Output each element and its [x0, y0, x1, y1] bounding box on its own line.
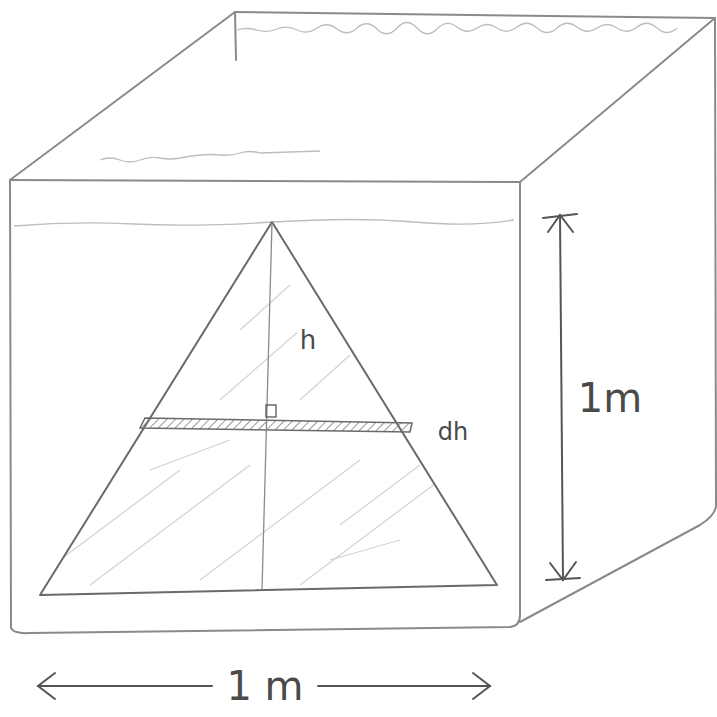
strip-label: dh [435, 419, 471, 445]
water-surface [14, 23, 677, 227]
height-label: h [297, 326, 319, 354]
dimension-label: 1 m [223, 665, 306, 707]
triangle-plate [40, 222, 497, 595]
strip-dh [140, 418, 412, 432]
shading-hatch [60, 285, 460, 585]
center-line [262, 222, 276, 590]
dimension-label: 1m [575, 377, 645, 419]
cube-outline [10, 12, 716, 633]
dimension-arrows [38, 214, 580, 699]
